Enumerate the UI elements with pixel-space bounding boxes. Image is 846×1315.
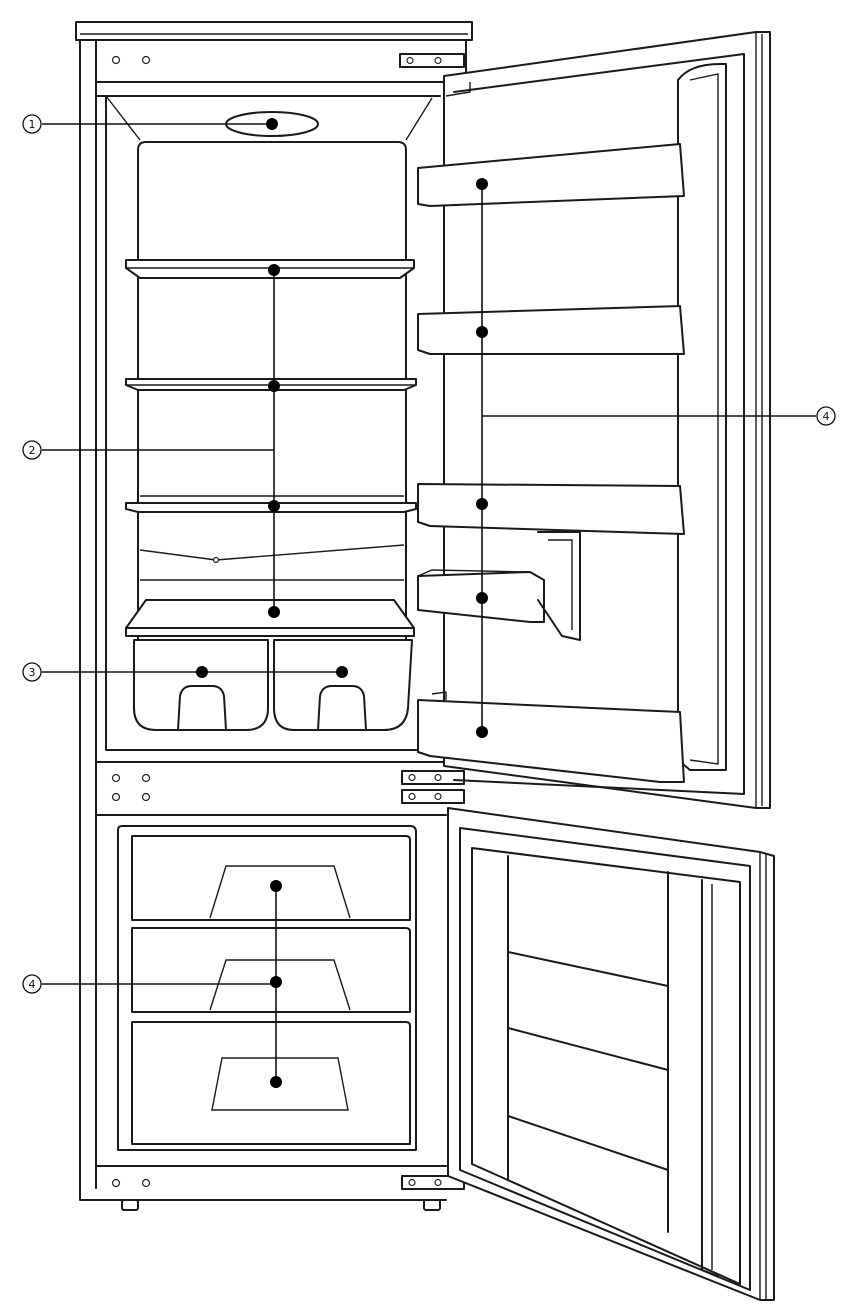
callout-4-door: 4: [816, 406, 836, 426]
middle-hinge: [401, 770, 465, 804]
callout-1-label: 1: [29, 118, 36, 131]
callout-4-freezer: 4: [22, 974, 42, 994]
door-bin: [417, 305, 685, 355]
fridge-door: [417, 31, 771, 809]
fridge-shelves: [125, 259, 417, 637]
callout-4-freezer-label: 4: [29, 978, 36, 991]
door-bin: [417, 483, 685, 535]
callout-3-label: 3: [29, 666, 36, 679]
callout-3: 3: [22, 662, 42, 682]
callout-2: 2: [22, 440, 42, 460]
door-bin-bottom: [417, 691, 685, 783]
freezer-drawers: [131, 835, 411, 1145]
crisper-cover: [125, 599, 415, 637]
crisper-drawer-right: [273, 639, 413, 731]
leader-lines: [42, 118, 816, 1088]
freezer-drawer: [131, 927, 411, 1013]
top-hinge: [399, 53, 465, 68]
callout-4-door-label: 4: [823, 410, 830, 423]
crisper-drawers: [133, 639, 413, 731]
door-bin: [417, 143, 685, 207]
freezer-door: [447, 807, 775, 1301]
front-foot-left: [121, 1199, 139, 1211]
front-foot-right: [423, 1199, 441, 1211]
freezer-drawer: [131, 835, 411, 921]
callout-2-label: 2: [29, 444, 36, 457]
crisper-drawer-left: [133, 639, 269, 731]
callout-1: 1: [22, 114, 42, 134]
